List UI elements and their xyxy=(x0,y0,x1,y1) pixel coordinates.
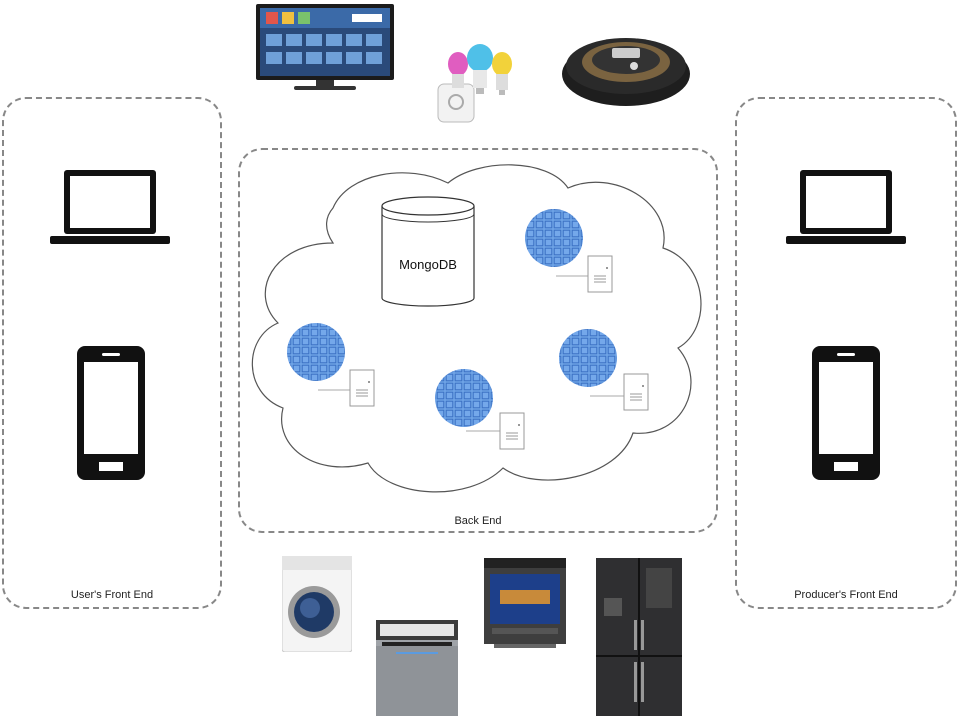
service-node xyxy=(435,369,525,450)
smartphone-icon xyxy=(812,346,880,480)
service-node xyxy=(287,323,375,407)
back-end-panel: Back End xyxy=(238,148,718,533)
laptop-icon xyxy=(50,170,170,244)
washing-machine-icon xyxy=(282,556,352,652)
users-front-end-label: User's Front End xyxy=(70,589,154,601)
users-front-end-panel: User's Front End xyxy=(2,97,222,609)
oven-icon xyxy=(484,558,566,648)
dishwasher-icon xyxy=(376,620,458,716)
smartphone-icon xyxy=(77,346,145,480)
back-end-label: Back End xyxy=(454,515,502,527)
producers-front-end-label: Producer's Front End xyxy=(794,589,898,601)
mongodb-database-icon xyxy=(381,196,475,307)
laptop-icon xyxy=(786,170,906,244)
service-node xyxy=(525,209,613,293)
smart-tv-icon xyxy=(256,4,394,90)
back-end-cloud xyxy=(251,164,702,493)
service-node xyxy=(559,329,649,411)
smart-bulbs-icon xyxy=(437,44,512,123)
cloud-shape xyxy=(251,164,702,493)
robot-vacuum-icon xyxy=(562,38,690,106)
producers-front-end-panel: Producer's Front End xyxy=(735,97,957,609)
mongodb-label: MongoDB xyxy=(399,257,457,272)
refrigerator-icon xyxy=(596,558,682,716)
